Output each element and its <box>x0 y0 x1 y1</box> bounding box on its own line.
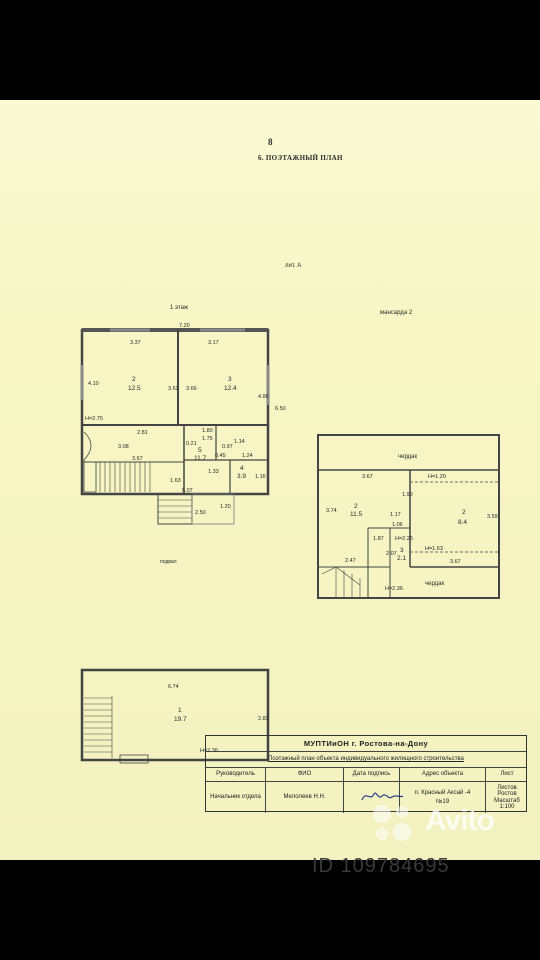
stamp-address-cell: п. Красный Аксай -4 №19 <box>400 782 486 813</box>
m-room-num-2: 3 <box>400 547 404 554</box>
f1-room-area-0: 12.5 <box>128 385 141 392</box>
m-dim-367b: 3.67 <box>450 559 461 565</box>
stamp-chief: Начальник отдела <box>206 782 266 813</box>
stamp-desc: Поэтажный план объекта индивидуального ж… <box>268 756 464 763</box>
b-dim-283: 2.83 <box>258 716 269 722</box>
f1-height: H=2.75 <box>85 416 103 422</box>
f1-dim-180: 1.80 <box>202 428 213 434</box>
listing-id-watermark: ID 109784695 <box>312 855 450 877</box>
page-number: 8 <box>268 137 273 147</box>
stamp-col-fio: ФИО <box>266 768 344 781</box>
f1-dim-top: 7.20 <box>179 323 190 329</box>
f1-dim-right-h: 4.86 <box>258 394 269 400</box>
f1-room-num-1: 3 <box>228 376 232 383</box>
f1-dim-021: 0.21 <box>186 441 197 447</box>
f1-room-num-2: 5 <box>198 447 202 454</box>
m-room-num-1: 2 <box>462 509 466 516</box>
mansard-label: мансарда 2 <box>380 310 413 316</box>
stamp-city: Ростов <box>497 791 517 798</box>
b-dim-674: 6.74 <box>168 684 179 690</box>
f1-dim-308: 3.08 <box>118 444 129 450</box>
stamp-col-addr: Адрес объекта <box>400 768 486 781</box>
mansard-outline <box>317 434 500 599</box>
f1-dim-mid2: 3.66 <box>186 386 197 392</box>
m-room-area-2: 2.1 <box>397 555 406 562</box>
f1-room-num-3: 4 <box>240 465 244 472</box>
f1-dim-124: 1.24 <box>242 453 253 459</box>
m-room-area-1: 8.4 <box>458 519 467 526</box>
stamp-signature-cell <box>344 782 400 813</box>
stamp-scale: 1:100 <box>499 803 515 810</box>
b-room-num: 1 <box>178 707 182 714</box>
f1-dim-120: 1.20 <box>220 504 231 510</box>
f1-dim-175: 1.75 <box>202 436 213 442</box>
f1-dim-outer-h: 6.50 <box>275 406 286 412</box>
paper-shading <box>0 100 540 860</box>
f1-dim-163: 1.63 <box>170 478 181 484</box>
f1-dim-133: 1.33 <box>208 469 219 475</box>
f1-dim-114: 1.14 <box>234 439 245 445</box>
f1-dim-right-w: 3.17 <box>208 340 219 346</box>
m-dim-187: 1.87 <box>373 536 384 542</box>
signature-scribble <box>361 792 404 801</box>
m-dim-h236: H=2.36 <box>385 586 403 592</box>
f1-room-area-2: 11.7 <box>194 455 207 462</box>
stamp-col-head: Руководитель <box>206 768 266 781</box>
f1-dim-left-h: 4.10 <box>88 381 99 387</box>
f1-dim-367: 3.67 <box>132 456 143 462</box>
m-dim-374: 3.74 <box>326 508 337 514</box>
lit-label: лит. А <box>285 263 302 269</box>
stamp-org: МУПТИиОН г. Ростова-на-Дону <box>303 738 429 748</box>
basement-label: подвал <box>160 559 177 565</box>
f1-dim-097: 0.97 <box>222 444 233 450</box>
m-room-area-0: 11.5 <box>350 511 363 518</box>
stamp-col-sheet: Лист <box>500 771 514 778</box>
floor-plan-drawing: 7.20 3.37 3.17 4.10 3.62 3.66 4.86 6.50 … <box>80 323 500 764</box>
m-dim-247: 2.47 <box>345 558 356 564</box>
m-dim-h120: H=1.20 <box>428 474 446 480</box>
m-dim-359: 3.59 <box>487 514 498 520</box>
f1-dim-116: 1.16 <box>255 474 266 480</box>
stamp-col-date: Дата подпись <box>344 768 400 781</box>
f1-dim-250: 2.50 <box>195 510 206 516</box>
title-block: МУПТИиОН г. Ростова-на-Дону Поэтажный пл… <box>205 735 528 813</box>
f1-room-area-3: 3.9 <box>237 473 246 480</box>
stamp-sheets: Листов <box>497 784 517 791</box>
page-title: 6. ПОЭТАЖНЫЙ ПЛАН <box>258 154 343 162</box>
f1-dim-mid1: 3.62 <box>168 386 179 392</box>
m-dim-h163: H=1.63 <box>425 546 443 552</box>
mansard-attic-top: чердак <box>398 454 418 460</box>
basement-outline <box>80 668 270 762</box>
stamp-scale-cell: Листов Ростов Масштаб 1:100 <box>486 782 528 813</box>
f1-dim-045: 0.45 <box>215 453 226 459</box>
avito-logo-icon <box>373 805 411 841</box>
f1-dim-left-w: 3.37 <box>130 340 141 346</box>
stamp-address-no: №19 <box>435 799 450 805</box>
stamp-chief-name: Мелолеев Н.Н. <box>266 782 344 813</box>
m-dim-207: 2.07 <box>386 551 397 557</box>
b-room-area: 19.7 <box>174 716 187 723</box>
f1-dim-507: 5.07 <box>182 488 193 494</box>
floor1-label: 1 этаж <box>170 305 188 311</box>
f1-room-area-1: 12.4 <box>224 385 237 392</box>
stamp-address: п. Красный Аксай -4 <box>414 789 471 796</box>
mansard-attic-bottom: чердак <box>425 581 445 587</box>
stamp-scale-label: Масштаб <box>494 797 520 804</box>
m-dim-117: 1.17 <box>390 512 401 518</box>
m-dim-h225: H=2.25 <box>395 536 413 542</box>
m-dim-367: 3.67 <box>362 474 373 480</box>
m-room-num-0: 2 <box>354 503 358 510</box>
document-page: 8 6. ПОЭТАЖНЫЙ ПЛАН лит. А 1 этаж мансар… <box>0 100 540 860</box>
f1-dim-281: 2.81 <box>137 430 148 436</box>
avito-watermark: Avito <box>425 804 495 837</box>
m-dim-106: 1.06 <box>392 522 403 528</box>
f1-room-num-0: 2 <box>132 376 136 383</box>
m-dim-190: 1.90 <box>402 492 413 498</box>
